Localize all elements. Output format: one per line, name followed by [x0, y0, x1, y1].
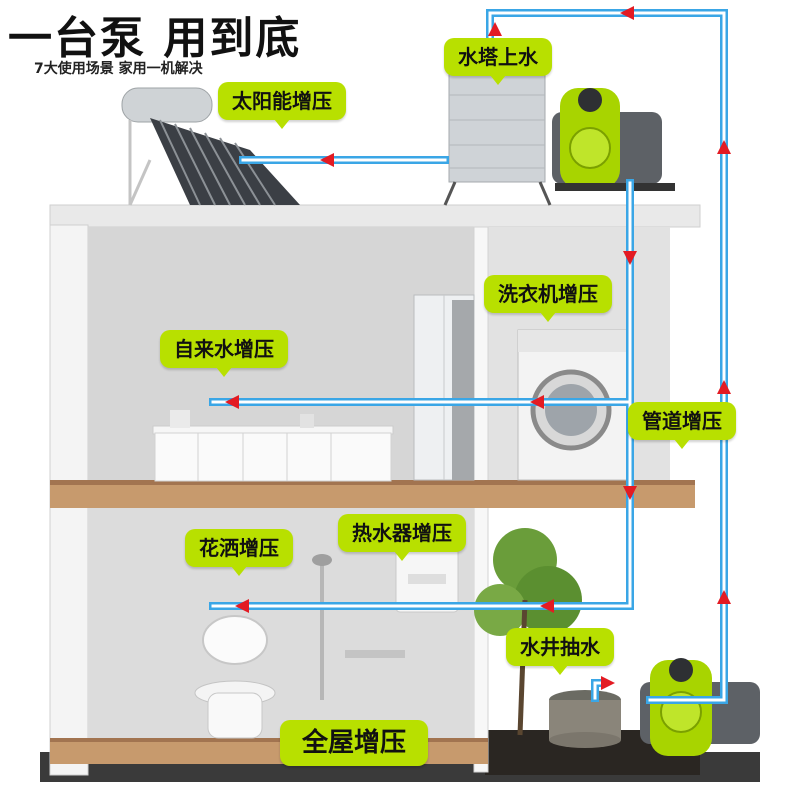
label-well: 水井抽水 — [506, 628, 614, 675]
label-whole-house: 全屋增压 — [280, 720, 429, 766]
label-water-tower: 水塔上水 — [444, 38, 552, 85]
label-pipe: 管道增压 — [628, 402, 736, 449]
water-pipes — [209, 9, 728, 704]
roof-slab — [49, 204, 701, 228]
water-tower-image — [443, 61, 552, 206]
label-heater: 热水器增压 — [338, 514, 466, 561]
solar-heater-image — [121, 87, 300, 206]
label-washer: 洗衣机增压 — [484, 275, 612, 322]
label-tap: 自来水增压 — [160, 330, 288, 377]
fridge-image — [413, 294, 475, 481]
page-subtitle: 7大使用场景 家用一机解决 — [34, 61, 203, 77]
toilet-image — [194, 615, 276, 739]
page-title: 一台泵 用到底 — [8, 13, 302, 64]
well-image — [549, 690, 621, 748]
pump-top-image — [552, 88, 675, 191]
pump-bottom-image — [640, 658, 760, 756]
flow-arrows — [225, 6, 731, 690]
label-solar: 太阳能增压 — [218, 82, 346, 129]
kitchen-counter-image — [152, 410, 394, 482]
label-shower: 花洒增压 — [185, 529, 293, 576]
shower-image — [312, 554, 405, 700]
